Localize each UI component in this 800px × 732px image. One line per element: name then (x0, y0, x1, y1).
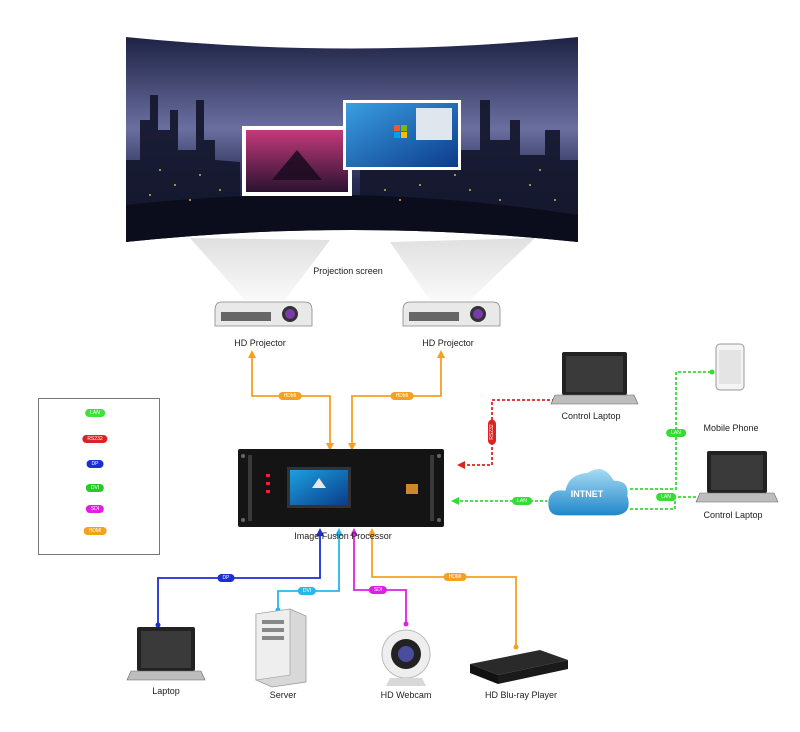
legend-item-dvi: DVI (85, 484, 105, 492)
projector-right (402, 301, 501, 327)
lan-link-mobile (625, 371, 712, 490)
link-label-hdmi-right: HDMI (390, 392, 414, 400)
projector-left-label: HD Projector (234, 338, 286, 348)
projection-screen (126, 37, 578, 242)
processor-label: Image Fusion Processor (294, 531, 392, 541)
projection-beams (190, 238, 535, 300)
projector-right-label: HD Projector (422, 338, 474, 348)
legend-item-hdmi: HDMI (83, 527, 107, 535)
projector-left (214, 301, 313, 327)
legend-item-rs232: RS232 (82, 435, 108, 443)
rs232-link (462, 399, 556, 466)
hdmi-link-right (351, 356, 442, 447)
laptop-source (126, 627, 206, 681)
dvi-link (277, 533, 340, 610)
lan-link-laptop (630, 496, 704, 510)
hdmi-link-left (251, 356, 331, 447)
link-label-dvi: DVI (297, 587, 317, 595)
mobile-phone-label: Mobile Phone (703, 423, 759, 433)
projection-screen-label: Projection screen (313, 266, 383, 276)
bluray-player-label: HD Blu-ray Player (484, 690, 558, 700)
internet-label: INTNET (570, 489, 604, 499)
control-laptop-right-label: Control Laptop (703, 510, 763, 520)
webcam (381, 629, 431, 686)
mobile-phone (715, 343, 745, 391)
internet-cloud (547, 467, 630, 517)
server-label: Server (269, 690, 297, 700)
legend-item-sdi: SDI (85, 505, 105, 513)
image-fusion-processor (238, 449, 444, 527)
link-label-sdi: SDI (368, 586, 388, 594)
control-laptop-top-label: Control Laptop (561, 411, 621, 421)
link-label-hdmi-bluray: HDMI (443, 573, 467, 581)
link-label-lan-mobile: LAN (666, 429, 686, 437)
control-laptop-right (695, 451, 779, 503)
legend-item-dp: DP (86, 460, 104, 468)
legend-item-lan: LAN (85, 409, 105, 417)
webcam-label: HD Webcam (380, 690, 432, 700)
server-tower (255, 608, 307, 688)
link-label-lan-internet: LAN (512, 497, 532, 505)
laptop-label: Laptop (152, 686, 180, 696)
link-label-rs232: RS232 (488, 419, 496, 445)
control-laptop-top (550, 352, 639, 405)
link-label-lan-laptop: LAN (656, 493, 676, 501)
bluray-player (470, 650, 568, 684)
link-label-dp: DP (217, 574, 235, 582)
sdi-link (353, 533, 407, 624)
link-label-hdmi-left: HDMI (278, 392, 302, 400)
dp-link (157, 533, 321, 625)
